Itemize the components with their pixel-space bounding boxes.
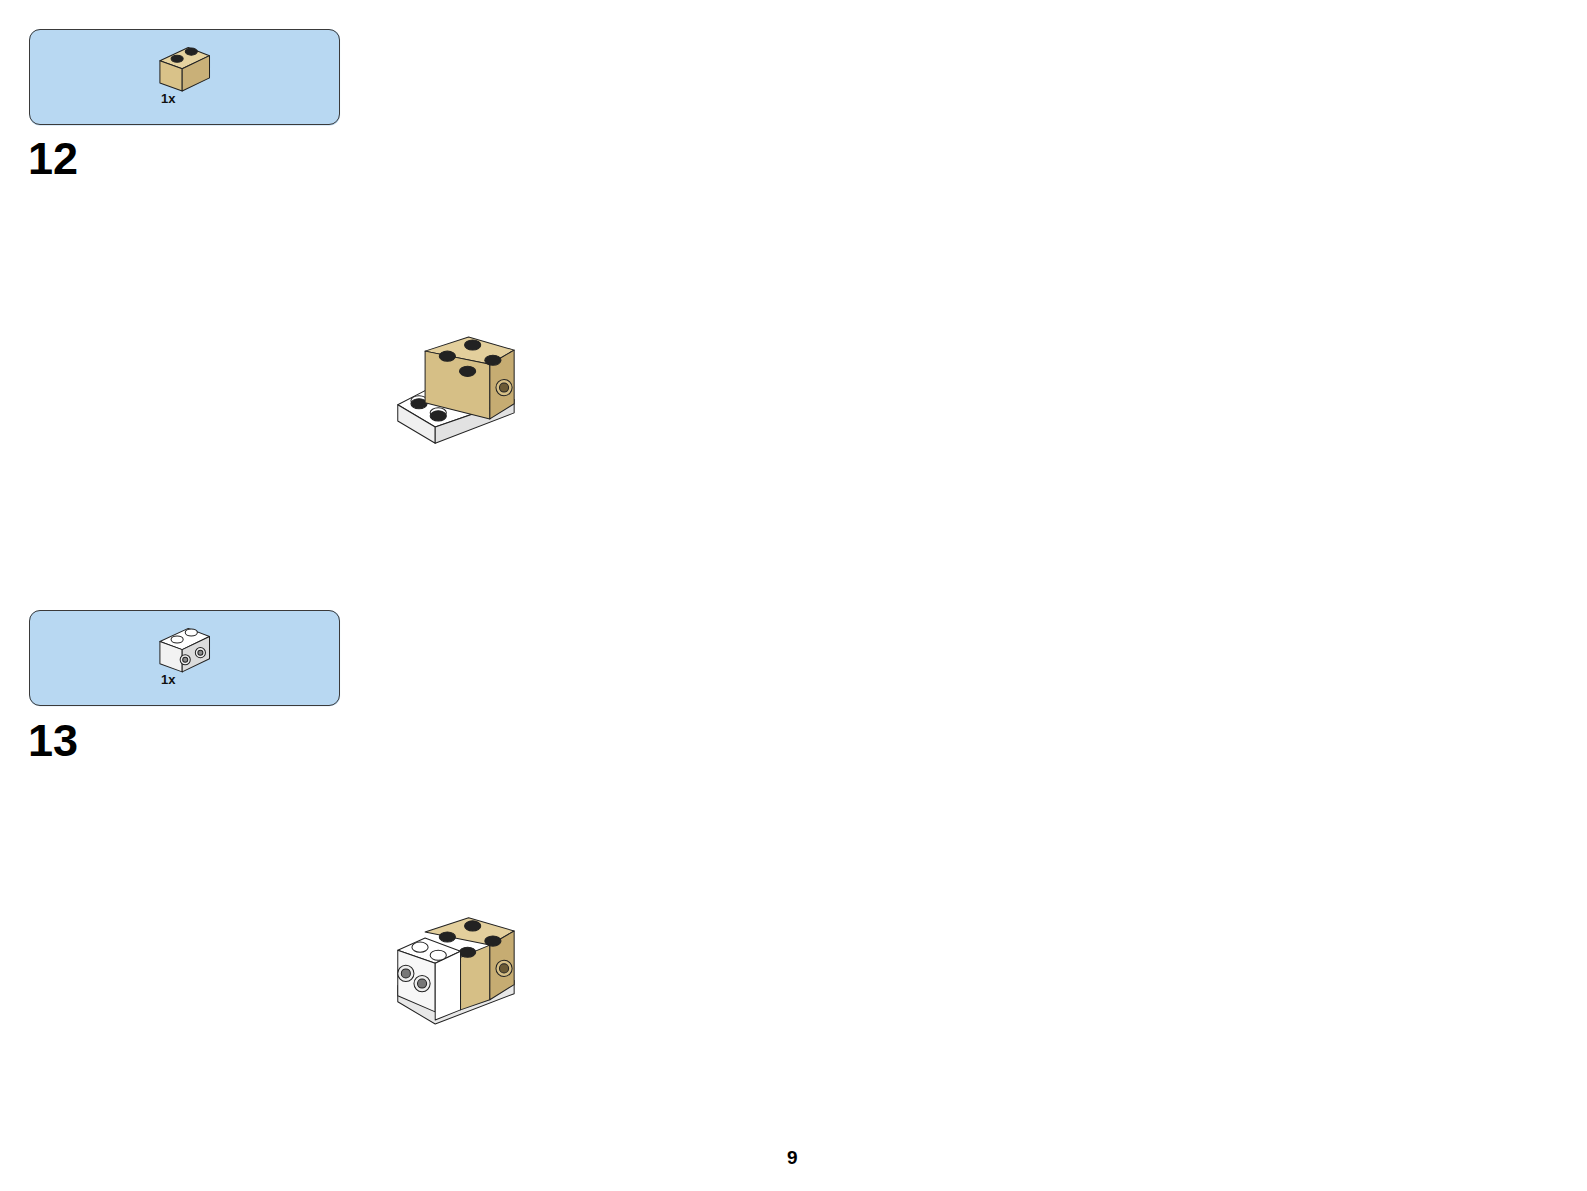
drawing-shape — [430, 411, 446, 421]
drawing-shape — [430, 950, 446, 960]
drawing-shape — [496, 379, 512, 395]
parts-list-box: 1x — [29, 29, 340, 125]
drawing-shape — [195, 648, 205, 658]
drawing-shape — [171, 636, 183, 643]
drawing-shape — [499, 383, 508, 392]
drawing-shape — [182, 636, 209, 671]
drawing-shape — [401, 969, 410, 978]
step-number: 13 — [28, 718, 78, 763]
drawing-shape — [439, 932, 455, 942]
page-number: 9 — [787, 1148, 798, 1167]
drawing-shape — [185, 629, 197, 636]
drawing-shape — [29, 29, 514, 1024]
part-quantity: 1x — [161, 673, 175, 686]
drawing-shape — [398, 950, 435, 1012]
drawing-shape — [485, 936, 501, 946]
step-number: 12 — [28, 136, 78, 181]
parts-panel — [29, 29, 340, 125]
step-13-model — [398, 918, 514, 1024]
drawing-shape — [499, 964, 508, 973]
part-quantity: 1x — [161, 92, 175, 105]
drawing-shape — [460, 947, 476, 957]
parts-panel — [29, 610, 340, 706]
drawing-shape — [171, 55, 183, 62]
drawing-shape — [414, 975, 430, 991]
drawing-shape — [417, 979, 426, 988]
step-12-model — [398, 337, 514, 443]
drawing-shape — [185, 48, 197, 55]
parts-list-box: 1x — [29, 610, 340, 706]
drawing-shape — [485, 355, 501, 365]
drawing-shape — [398, 965, 414, 981]
drawing-shape — [180, 655, 190, 665]
drawing-shape — [425, 351, 490, 419]
drawing-shape — [183, 657, 188, 662]
drawing-shape — [465, 921, 481, 931]
drawing-shape — [412, 942, 428, 952]
white-brick-icon — [160, 628, 210, 672]
drawing-shape — [160, 642, 182, 672]
drawing-shape — [398, 405, 435, 443]
drawing-shape — [465, 340, 481, 350]
drawing-shape — [460, 366, 476, 376]
drawing-shape — [182, 56, 209, 91]
tan-brick-icon — [160, 48, 210, 92]
drawing-shape — [435, 951, 460, 1020]
drawing-shape — [160, 61, 182, 91]
drawing-shape — [496, 960, 512, 976]
drawing-shape — [439, 351, 455, 361]
drawing-shape — [198, 650, 203, 655]
